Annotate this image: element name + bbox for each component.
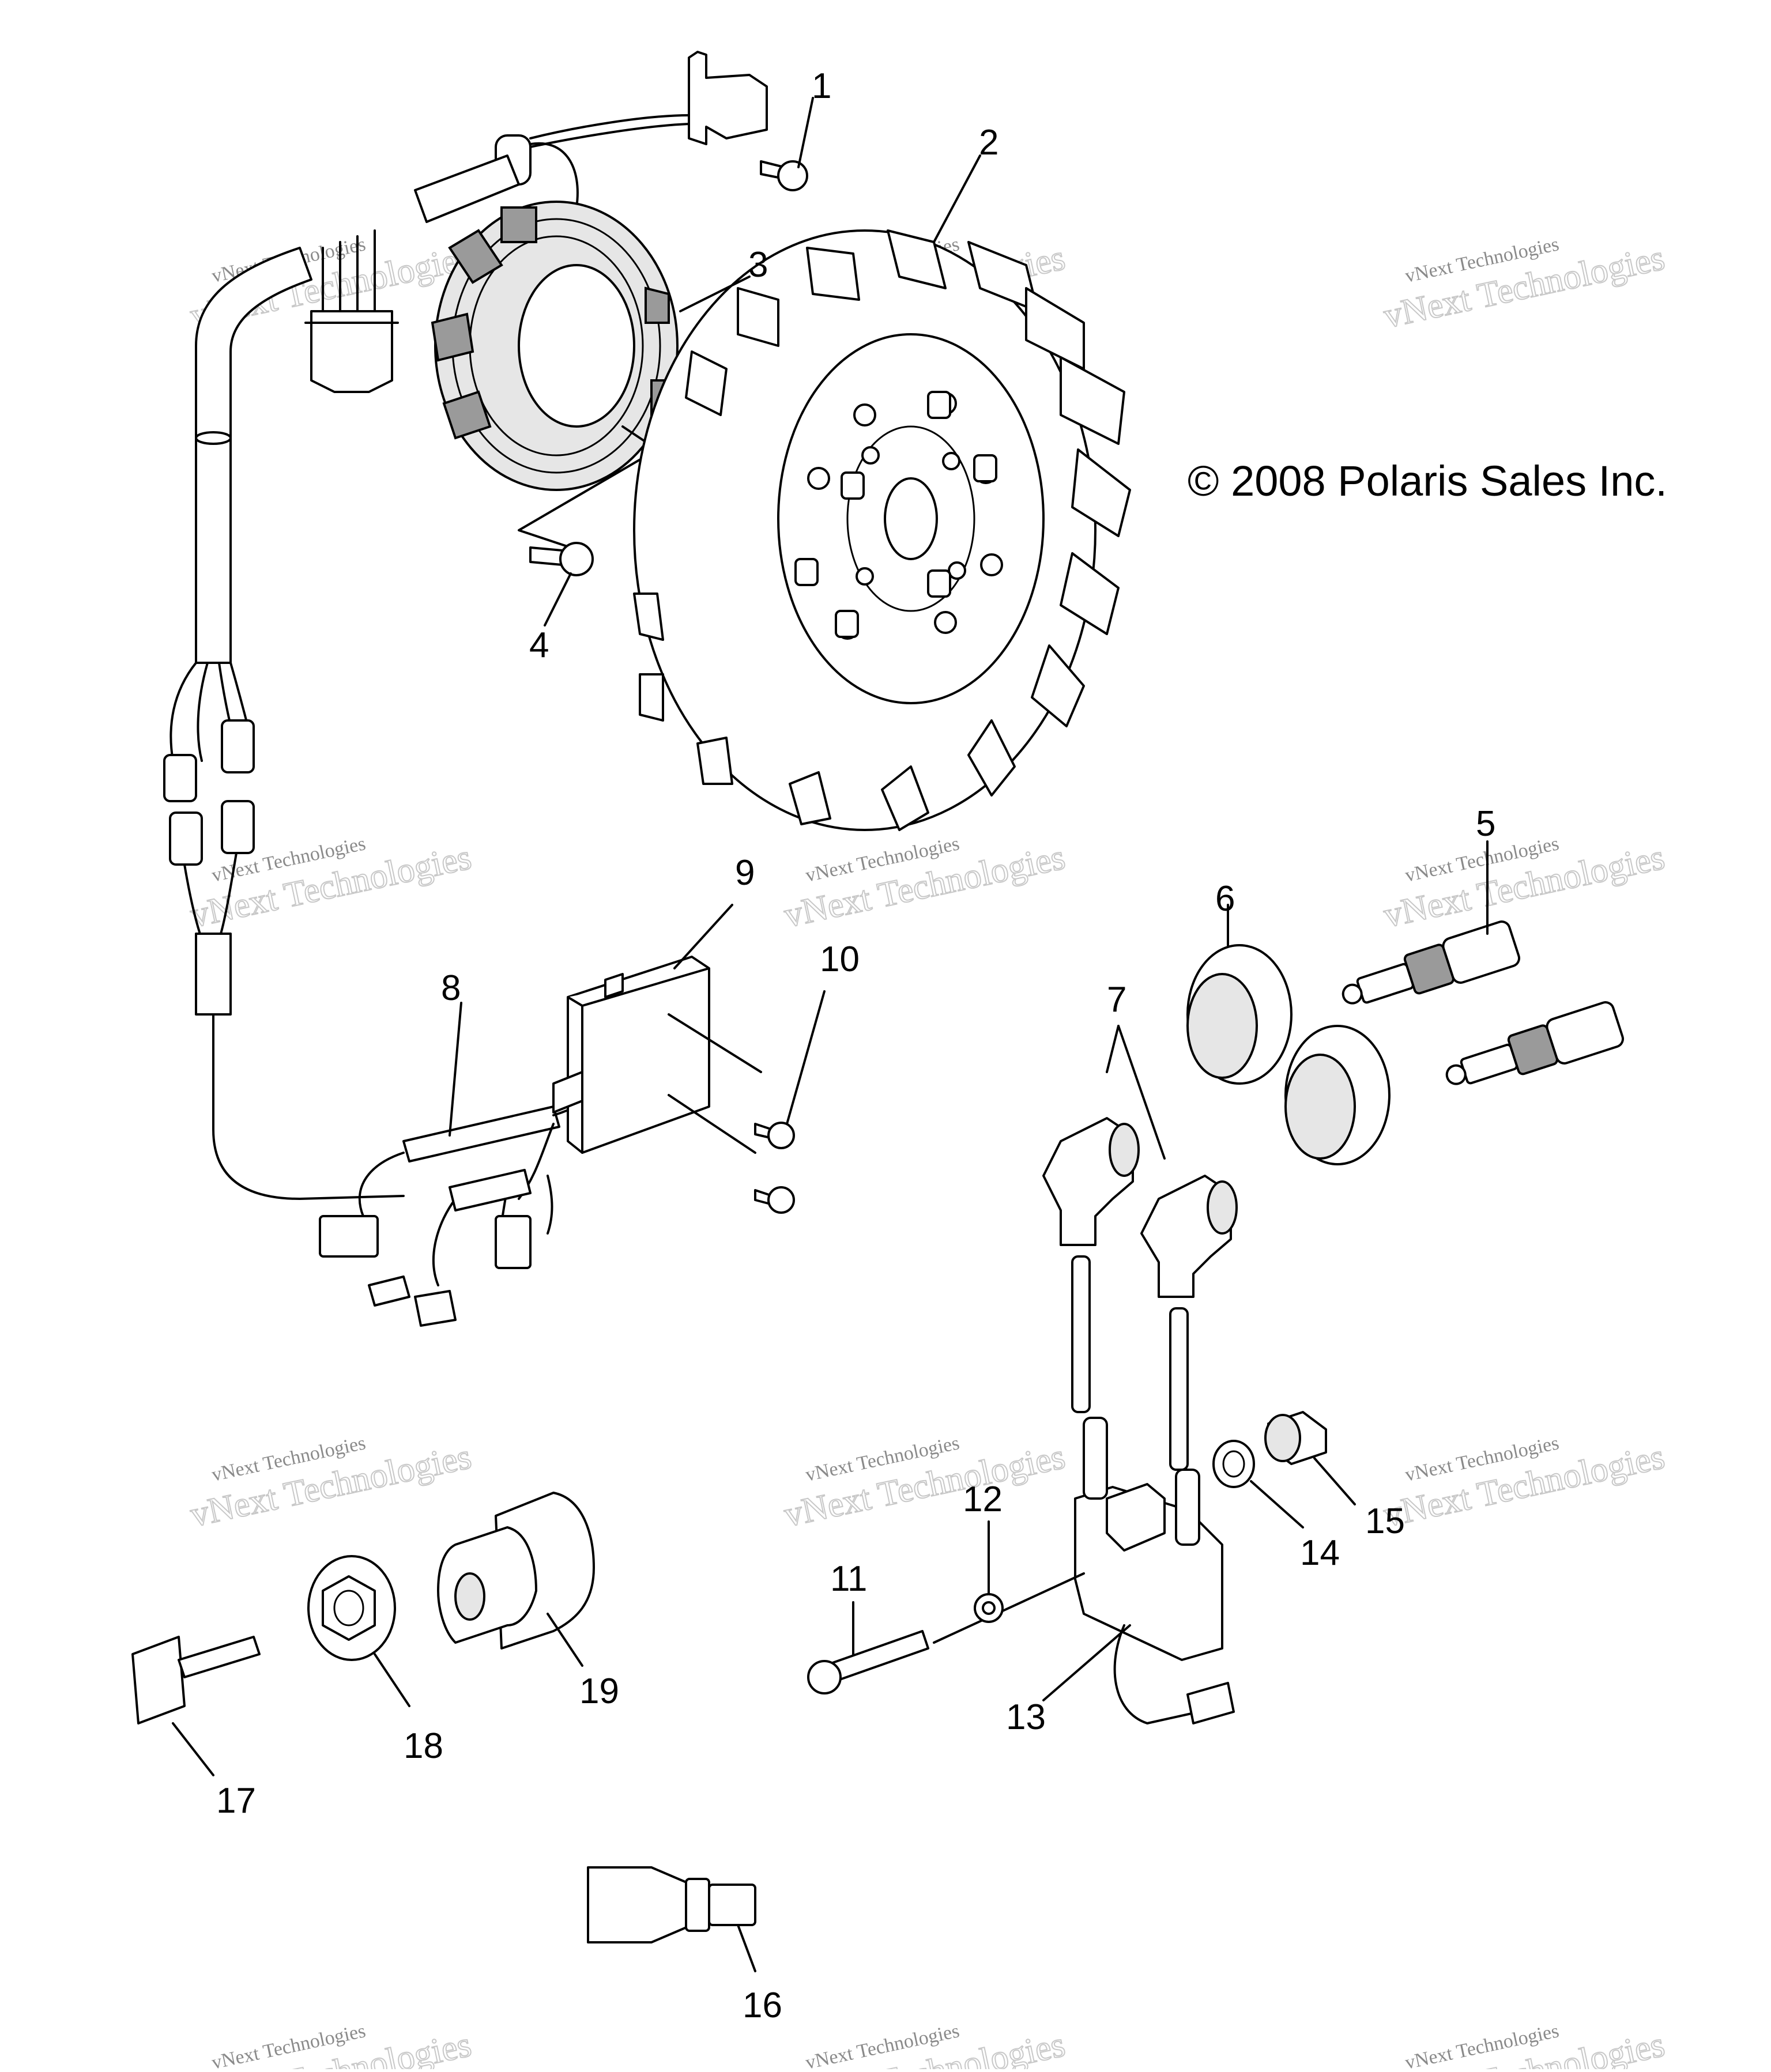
watermark: vNext Technologies vNext Technologies [1380,2020,1668,2072]
part-9-cdi-box [552,904,762,1154]
callout-15: 15 [1365,1501,1405,1541]
part-5-spark-plugs [1342,840,1625,1085]
callout-5: 5 [1476,804,1495,844]
callout-18: 18 [404,1726,443,1766]
part-13-ignition-coil [1042,1417,1235,1724]
watermark: vNext Technologies vNext Technologies [780,2020,1069,2072]
callout-17: 17 [216,1781,256,1821]
copyright-notice: © 2008 Polaris Sales Inc. [1188,457,1667,505]
callout-10: 10 [820,939,860,979]
callout-16: 16 [743,1986,782,2025]
callout-11: 11 [830,1559,867,1599]
watermark: vNext Technologies vNext Technologies [1380,233,1668,336]
watermark: vNext Technologies vNext Technologies [1380,833,1668,935]
watermark: vNext Technologies vNext Technologies [1380,1432,1668,1535]
callout-3: 3 [748,245,768,285]
part-10-screws [754,990,826,1214]
part-14-washer [1212,1440,1304,1528]
watermark: vNext Technologies vNext Technologies [186,2020,475,2072]
part-15-spacer [1264,1411,1356,1505]
callout-7: 7 [1107,980,1126,1020]
part-2-flywheel [633,154,1131,831]
callout-9: 9 [735,853,755,893]
part-7-plug-caps [1042,1025,1238,1471]
callout-6: 6 [1215,879,1235,919]
watermark: vNext Technologies vNext Technologies [780,833,1069,935]
callout-1: 1 [812,66,831,106]
callout-2: 2 [979,123,998,163]
part-19-ignition-switch [437,1492,595,1667]
part-18-nut [307,1555,410,1707]
part-1-screw [760,97,814,191]
callout-4: 4 [529,625,549,665]
watermark: vNext Technologies vNext Technologies [780,1432,1069,1535]
part-16-connector [587,1866,756,1972]
watermark: vNext Technologies vNext Technologies [186,1432,475,1535]
part-11-bolt [807,1572,1085,1694]
callout-14: 14 [1300,1533,1340,1573]
stator-harness [163,51,768,1200]
part-6-grommets [1186,904,1391,1165]
harness-connector-top [688,51,768,145]
part-4-screw [529,542,594,626]
callout-numbers: 1 2 3 4 5 6 7 8 9 10 11 12 13 14 15 16 1… [216,66,1495,2025]
part-3-stator [431,201,679,554]
callout-8: 8 [441,968,461,1008]
part-17-key [131,1636,261,1776]
harness-plug [310,310,393,393]
part-12-lock-washer [974,1520,1004,1623]
callout-19: 19 [579,1671,619,1711]
part-8-wire-harness [319,1002,612,1327]
callout-12: 12 [963,1480,1003,1519]
callout-13: 13 [1006,1697,1046,1737]
